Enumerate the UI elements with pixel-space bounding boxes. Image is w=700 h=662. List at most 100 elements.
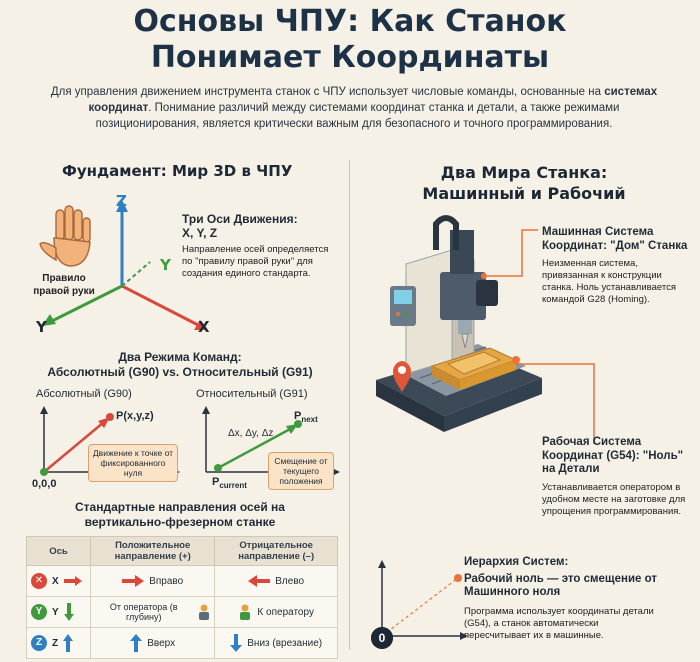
axes-direction-table: Ось Положительное направление (+) Отрица… <box>26 536 338 659</box>
table-cell-negative: Вниз (врезание) <box>214 627 338 659</box>
page-title: Основы ЧПУ: Как Станок Понимает Координа… <box>0 4 700 76</box>
title-line-2: Понимает Координаты <box>150 40 550 75</box>
x-axis-line <box>121 284 201 328</box>
rel-current-sub: current <box>219 481 247 491</box>
y-axis-line-neg <box>49 284 123 324</box>
machine-cs-block: Машинная Система Координат: "Дом" Станка… <box>542 226 692 306</box>
y-axis-badge-icon: Y <box>31 604 47 620</box>
table-cell-negative: Влево <box>214 565 338 597</box>
title-line-1: Основы ЧПУ: Как Станок <box>133 4 567 39</box>
intro-text: Для управления движением инструмента ста… <box>40 84 668 132</box>
three-axes-title: Три Оси Движения: <box>182 212 298 226</box>
table-header-positive: Положительное направление (+) <box>89 536 216 566</box>
hierarchy-block: Иерархия Систем: Рабочий ноль — это смещ… <box>464 556 692 642</box>
row-axis-y: Y <box>52 606 59 618</box>
y-axis-line-pos <box>121 261 151 287</box>
y-axis-arrowhead-left <box>42 314 56 326</box>
right-heading: Два Мира Станка: Машинный и Рабочий <box>364 162 684 204</box>
arrow-right-icon <box>122 575 145 587</box>
z-axis-arrowhead <box>116 200 128 212</box>
modes-title-line-1: Два Режима Команд: <box>118 350 242 364</box>
hierarchy-title: Иерархия Систем: <box>464 556 569 568</box>
modes-title-line-2: Абсолютный (G90) vs. Относительный (G91) <box>47 365 313 379</box>
table-cell-positive: Вправо <box>89 565 216 597</box>
operator-icon <box>240 604 251 620</box>
rel-next-sub: next <box>301 415 318 425</box>
intro-part-2: . Понимание различий между системами коо… <box>95 102 620 130</box>
table-cell-positive: От оператора (в глубину) <box>89 596 216 628</box>
machine-leader-line <box>481 229 538 279</box>
arrow-up-icon <box>130 634 143 652</box>
intro-part-1: Для управления движением инструмента ста… <box>50 86 602 98</box>
three-axes-block: Три Оси Движения: X, Y, Z Направление ос… <box>182 212 332 280</box>
work-cs-block: Рабочая Система Координат (G54): "Ноль" … <box>542 436 692 518</box>
row-y-positive: От оператора (в глубину) <box>109 602 178 622</box>
row-x-negative: Влево <box>275 575 305 587</box>
arrow-up-icon <box>63 634 74 652</box>
table-row: ✕ X Вправо Влево <box>26 565 338 597</box>
rel-next-label: Pnext <box>294 410 318 424</box>
machine-cs-description: Неизменная система, привязанная к констр… <box>542 258 676 305</box>
axis-z-label: Z <box>116 192 127 210</box>
axes-table: Ось Положительное направление (+) Отрица… <box>26 536 338 659</box>
abs-note-callout: Движение к точке от фиксированного нуля <box>88 444 178 482</box>
row-axis-z: Z <box>52 637 59 649</box>
hierarchy-description: Программа использует координаты детали (… <box>464 605 654 641</box>
table-title: Стандартные направления осей на вертикал… <box>20 500 340 530</box>
row-y-negative: К оператору <box>257 606 314 618</box>
hand-label: Правило правой руки <box>33 273 95 297</box>
machine-cs-title: Машинная Система Координат: "Дом" Станка <box>542 226 688 252</box>
table-cell-negative: К оператору <box>214 596 338 628</box>
table-cell-positive: Вверх <box>89 627 216 659</box>
rel-mode-label: Относительный (G91) <box>196 388 308 400</box>
table-title-line-2: вертикально-фрезерном станке <box>84 515 276 529</box>
z-axis-badge-icon: Z <box>31 635 47 651</box>
intro-bold: системах координат <box>88 86 658 114</box>
table-header-axis: Ось <box>26 536 91 566</box>
three-axes-subtitle: X, Y, Z <box>182 226 218 240</box>
arrow-right-icon <box>63 576 82 586</box>
arrow-left-icon <box>248 575 271 587</box>
row-z-negative: Вниз (врезание) <box>247 637 323 649</box>
modes-title: Два Режима Команд: Абсолютный (G90) vs. … <box>20 350 340 380</box>
hierarchy-axes-diagram <box>378 560 468 640</box>
three-axes-description: Направление осей определяется по "правил… <box>182 244 329 279</box>
operator-icon <box>199 604 210 620</box>
abs-mode-label: Абсолютный (G90) <box>36 388 132 400</box>
left-heading: Фундамент: Мир 3D в ЧПУ <box>62 162 293 180</box>
rel-delta-label: Δx, Δy, Δz <box>228 428 274 439</box>
arrow-down-icon <box>230 634 243 652</box>
work-cs-title: Рабочая Система Координат (G54): "Ноль" … <box>542 436 684 475</box>
table-header-negative: Отрицательное направление (–) <box>214 536 338 566</box>
arrow-down-icon <box>63 603 74 621</box>
right-heading-line-2: Машинный и Рабочий <box>422 184 626 203</box>
table-cell-axis: Z Z <box>26 627 91 659</box>
axis-x-label: X <box>198 318 210 336</box>
x-axis-arrowhead <box>194 320 208 330</box>
column-divider <box>349 160 350 650</box>
work-leader-line <box>516 363 595 444</box>
axis-y-top-label: Y <box>160 256 171 274</box>
hierarchy-subtitle: Рабочий ноль — это смещение от Машинного… <box>464 572 657 599</box>
table-cell-axis: ✕ X <box>26 565 91 597</box>
right-heading-line-1: Два Мира Станка: <box>440 163 608 182</box>
rel-current-main: P <box>212 476 220 488</box>
rel-current-label: Pcurrent <box>212 476 247 490</box>
table-row: Y Y От оператора (в глубину) К оператору <box>26 596 338 628</box>
hierarchy-origin-zero: 0 <box>371 627 393 649</box>
row-z-positive: Вверх <box>147 637 176 649</box>
rel-next-main: P <box>294 410 302 422</box>
right-hand-icon <box>39 205 91 267</box>
abs-origin-label: 0,0,0 <box>32 478 57 490</box>
table-row: Z Z Вверх Вниз (врезание) <box>26 627 338 659</box>
row-axis-x: X <box>52 575 59 587</box>
x-axis-badge-icon: ✕ <box>31 573 47 589</box>
axis-y-left-label: Y <box>36 318 47 336</box>
abs-point-label: P(x,y,z) <box>116 410 154 422</box>
table-title-line-1: Стандартные направления осей на <box>75 500 285 514</box>
rel-note-callout: Смещение от текущего положения <box>268 452 334 490</box>
axes-3d-diagram <box>42 200 208 330</box>
row-x-positive: Вправо <box>149 575 184 587</box>
cnc-machine-illustration <box>376 215 542 432</box>
table-cell-axis: Y Y <box>26 596 91 628</box>
